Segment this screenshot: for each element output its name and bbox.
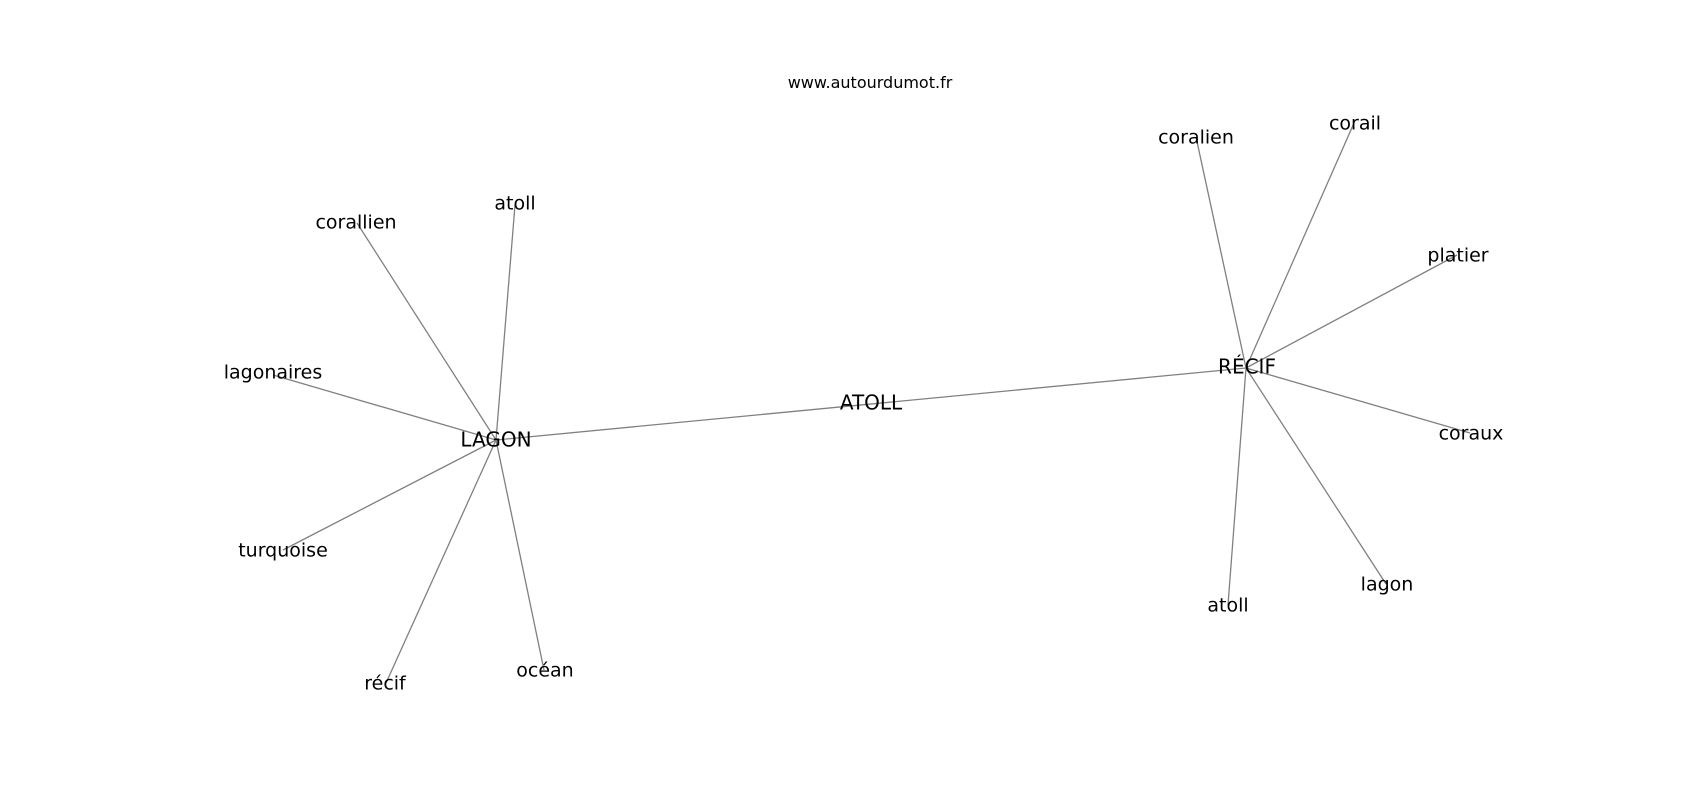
node-atoll-right: atoll xyxy=(1207,595,1248,617)
node-recif-word: récif xyxy=(364,673,407,695)
edge-lagon-ocean xyxy=(495,439,545,671)
edge-lagon-recif xyxy=(495,367,1247,441)
edge-recif-lagon xyxy=(1245,367,1387,585)
source-watermark: www.autourdumot.fr xyxy=(788,73,953,92)
node-hub-recif: RÉCIF xyxy=(1218,355,1276,379)
node-corallien: corallien xyxy=(315,212,396,234)
edge-recif-coraux xyxy=(1245,367,1471,434)
edge-lagon-atoll xyxy=(495,204,516,441)
edge-recif-corail xyxy=(1245,122,1355,369)
edge-recif-atoll xyxy=(1227,367,1247,606)
node-coraux: coraux xyxy=(1439,423,1504,445)
node-atoll-left: atoll xyxy=(494,193,535,215)
node-lagon-word: lagon xyxy=(1361,574,1414,596)
node-lagonaires: lagonaires xyxy=(224,362,323,384)
node-center: ATOLL xyxy=(840,391,903,415)
node-turquoise: turquoise xyxy=(238,540,328,562)
node-ocean: océan xyxy=(516,660,573,682)
node-corail: corail xyxy=(1329,113,1381,135)
node-hub-lagon: LAGON xyxy=(460,428,531,452)
node-coralien: coralien xyxy=(1158,127,1234,149)
edge-recif-platier xyxy=(1245,254,1458,369)
edge-lagon-lagonaires xyxy=(272,374,497,441)
edge-lagon-turquoise xyxy=(282,439,497,551)
node-platier: platier xyxy=(1427,245,1488,267)
edge-recif-coralien xyxy=(1195,136,1247,369)
edge-lagon-corallien xyxy=(356,222,497,441)
edge-lagon-recif-word xyxy=(385,439,497,684)
